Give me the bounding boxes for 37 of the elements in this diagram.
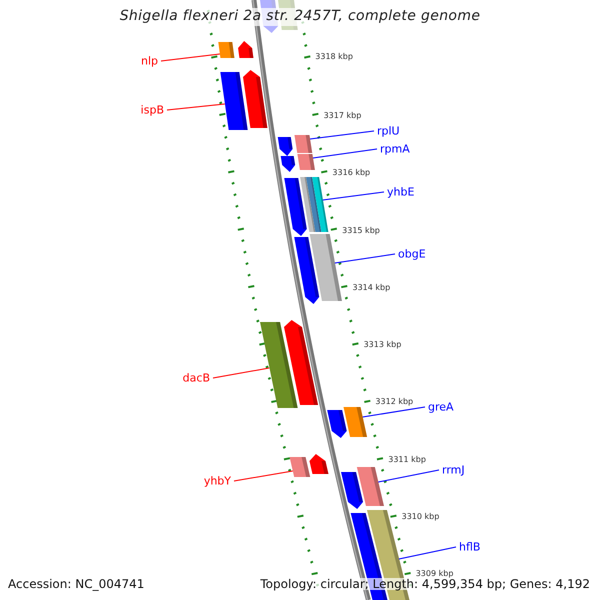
gene-label: rpmA bbox=[380, 144, 410, 154]
gene-bar bbox=[218, 42, 234, 58]
gene-bar bbox=[344, 407, 368, 437]
gene-bar bbox=[260, 322, 298, 408]
gene-bar bbox=[297, 154, 315, 170]
gene-bar bbox=[312, 177, 328, 232]
position-label: 3317 kbp bbox=[324, 112, 362, 120]
position-label: 3310 kbp bbox=[402, 513, 440, 521]
gene-bar bbox=[310, 234, 342, 301]
gene-label: ispB bbox=[140, 104, 164, 116]
position-label: 3314 kbp bbox=[352, 284, 390, 292]
leader-line bbox=[234, 470, 294, 482]
leader-line bbox=[312, 148, 378, 158]
gene-bar bbox=[356, 467, 384, 506]
accession-text: Accession: NC_004741 bbox=[8, 578, 144, 590]
leader-line bbox=[166, 104, 226, 110]
leader-line bbox=[160, 54, 220, 62]
gene-label: hflB bbox=[459, 542, 480, 552]
genome-stats-text: Topology: circular; Length: 4,599,354 bp; Genes: 4,192 bbox=[260, 578, 590, 590]
gene-label: yhbE bbox=[387, 186, 414, 198]
leader-line bbox=[334, 254, 396, 264]
gene-bar bbox=[220, 72, 248, 130]
gene-bar bbox=[294, 135, 312, 153]
gene-label: rrmJ bbox=[442, 464, 465, 476]
position-label: 3313 kbp bbox=[364, 341, 402, 349]
gene-label: obgE bbox=[398, 248, 426, 260]
gene-label: yhbY bbox=[204, 476, 231, 486]
position-label: 3318 kbp bbox=[315, 53, 353, 61]
leader-line bbox=[362, 406, 426, 418]
gene-label: nlp bbox=[140, 56, 158, 66]
gene-bar bbox=[290, 457, 310, 477]
leader-line bbox=[398, 546, 456, 560]
gene-label: rplU bbox=[377, 126, 400, 136]
leader-line bbox=[212, 368, 270, 378]
leader-line bbox=[310, 130, 374, 140]
gene-label: greA bbox=[428, 402, 454, 412]
gene-label: dacB bbox=[182, 372, 210, 384]
